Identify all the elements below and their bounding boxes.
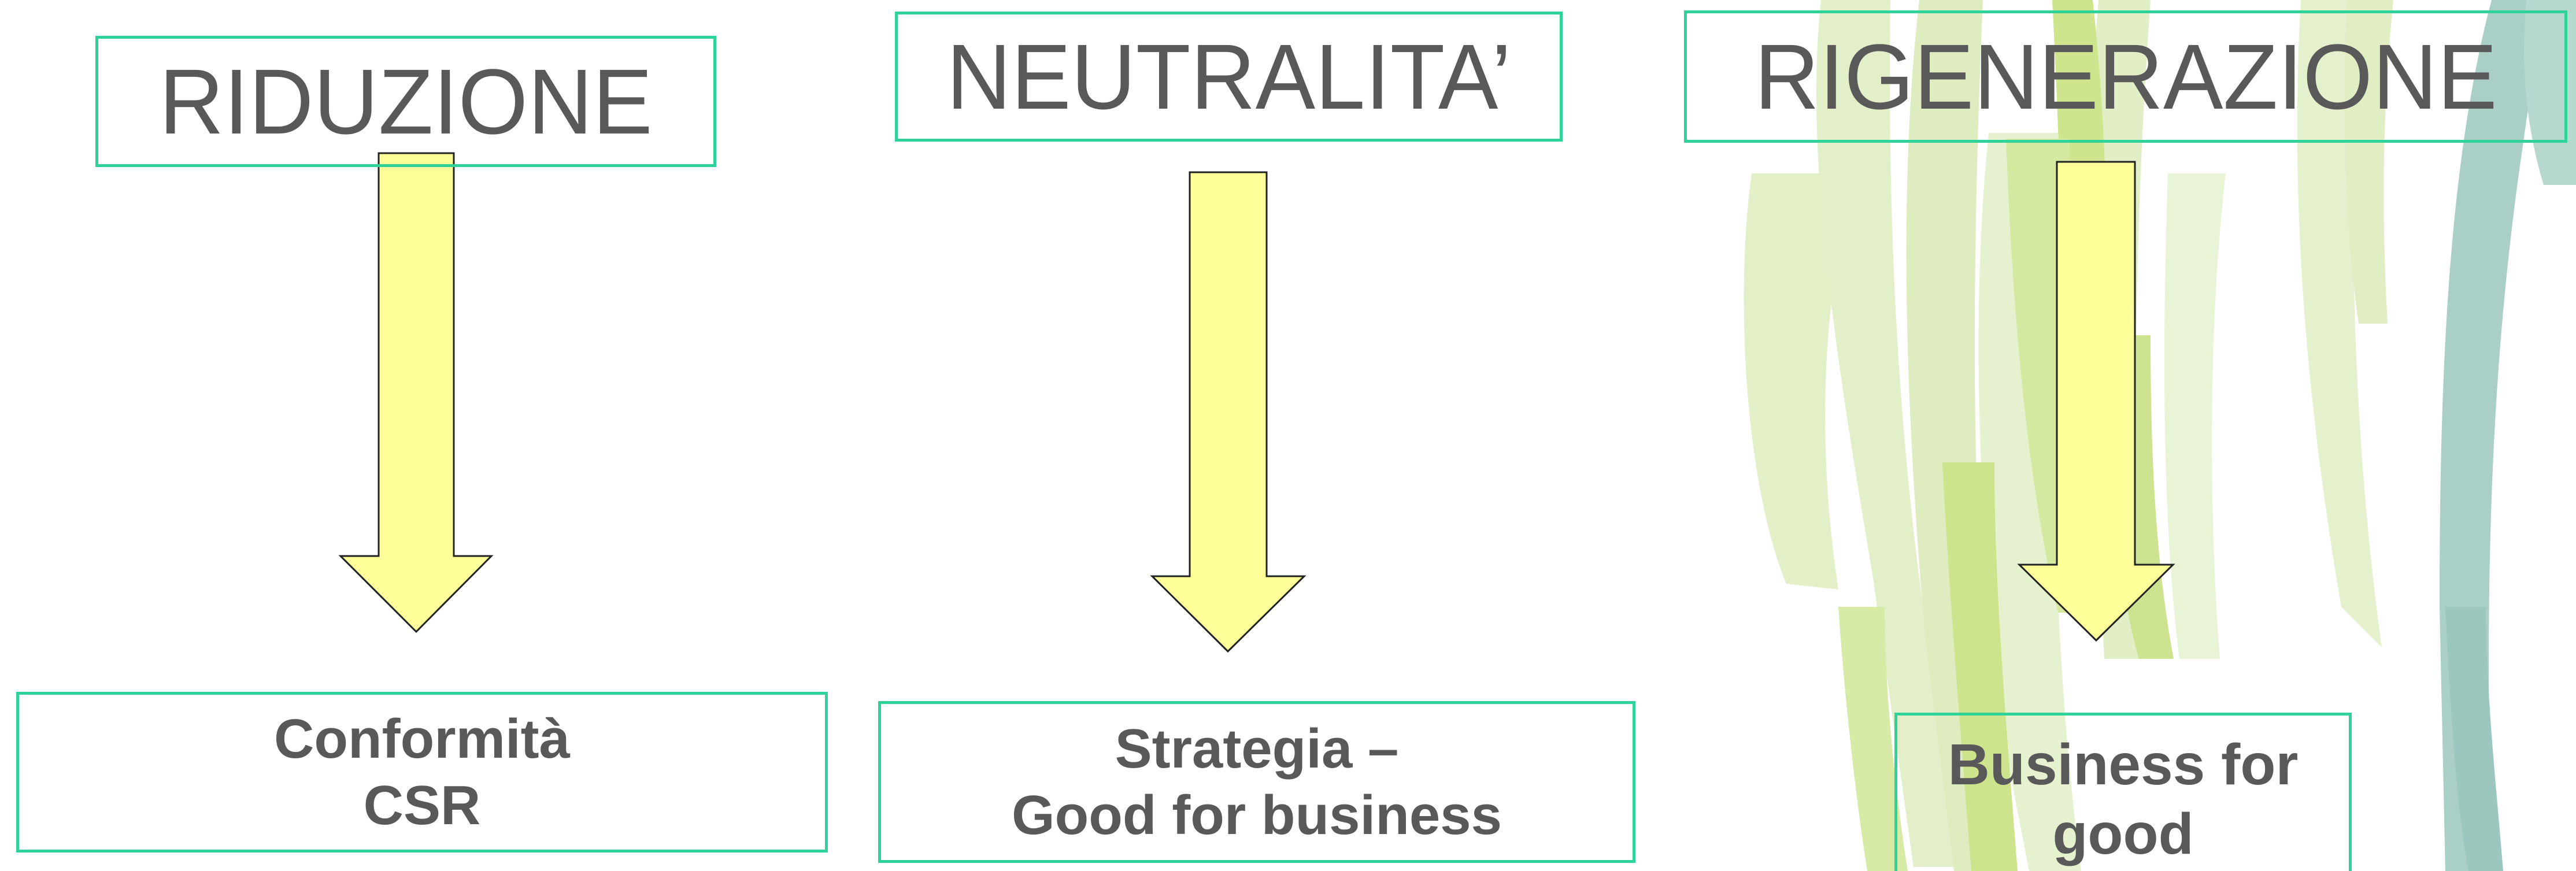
down-arrow-icon — [2017, 161, 2175, 642]
title-box-riduzione: RIDUZIONE — [95, 36, 716, 167]
result-strategia-line2: Good for business — [1011, 784, 1502, 846]
title-box-rigenerazione: RIGENERAZIONE — [1684, 10, 2567, 143]
result-conformita-line2: CSR — [363, 774, 481, 836]
down-arrow-icon — [1150, 171, 1306, 653]
title-riduzione: RIDUZIONE — [159, 49, 653, 153]
down-arrow-icon — [338, 152, 494, 633]
result-box-strategia: Strategia – Good for business — [878, 701, 1635, 863]
result-strategia-line1: Strategia – — [1115, 717, 1399, 780]
title-neutralita: NEUTRALITA’ — [946, 24, 1512, 128]
result-box-business: Business for good — [1894, 713, 2352, 871]
result-business-line2: good — [2052, 802, 2194, 866]
title-box-neutralita: NEUTRALITA’ — [895, 12, 1563, 142]
result-box-conformita: Conformità CSR — [16, 692, 828, 853]
result-business-line1: Business for — [1948, 732, 2299, 797]
title-rigenerazione: RIGENERAZIONE — [1754, 24, 2497, 128]
result-conformita-line1: Conformità — [274, 707, 570, 770]
